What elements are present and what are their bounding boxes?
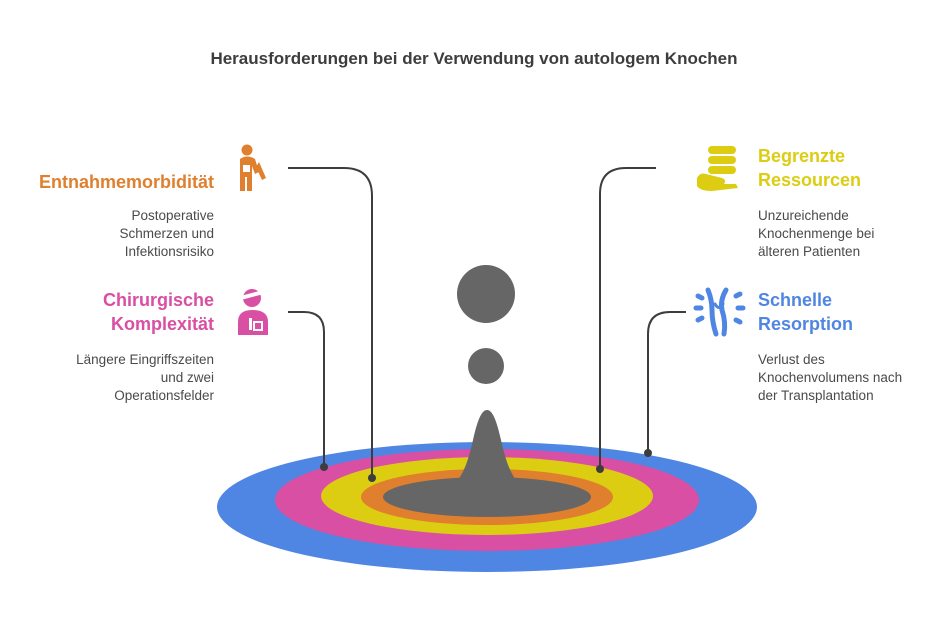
connector-dot-chirurgische-komplexitaet: [320, 463, 328, 471]
connector-line-schnelle-resorption: [647, 311, 686, 453]
heading-line: Ressourcen: [758, 170, 862, 190]
description-line: Knochenmenge bei: [758, 226, 875, 241]
connector-dot-schnelle-resorption: [644, 449, 652, 457]
heading-line: Entnahmemorbidität: [38, 172, 214, 192]
description-line: Längere Eingriffszeiten: [76, 352, 214, 367]
connector-line-begrenzte-ressourcen: [599, 167, 656, 469]
heading-begrenzte-ressourcen: Begrenzte Ressourcen: [758, 144, 861, 192]
description-line: Postoperative: [131, 208, 214, 223]
coins-in-hand-icon: [697, 146, 738, 191]
heading-chirurgische-komplexitaet: Chirurgische Komplexität: [103, 288, 214, 336]
description-line: Verlust des: [758, 352, 825, 367]
heading-schnelle-resorption: Schnelle Resorption: [758, 288, 853, 336]
diagram-title: Herausforderungen bei der Verwendung von…: [210, 49, 738, 68]
heading-line: Chirurgische: [102, 290, 214, 310]
description-line: und zwei: [160, 370, 214, 385]
bandaged-patient-icon: [238, 289, 268, 335]
description-schnelle-resorption: Verlust des Knochenvolumens nach der Tra…: [758, 351, 902, 405]
heading-line: Begrenzte: [758, 146, 846, 166]
description-line: Unzureichende: [758, 208, 849, 223]
large-drop: [457, 265, 515, 323]
description-line: älteren Patienten: [758, 244, 861, 259]
description-begrenzte-ressourcen: Unzureichende Knochenmenge bei älteren P…: [758, 207, 874, 261]
description-line: Operationsfelder: [114, 388, 214, 403]
description-chirurgische-komplexitaet: Längere Eingriffszeiten und zwei Operati…: [76, 351, 214, 405]
small-drop: [468, 348, 504, 384]
splash-peak: [418, 410, 556, 498]
connector-line-chirurgische-komplexitaet: [288, 311, 325, 467]
connector-dot-begrenzte-ressourcen: [596, 465, 604, 473]
description-line: Schmerzen und: [119, 226, 214, 241]
description-line: Infektionsrisiko: [124, 244, 214, 259]
description-line: Knochenvolumens nach: [758, 370, 903, 385]
heading-entnahmemorbiditaet: Entnahmemorbidität: [39, 170, 214, 194]
description-entnahmemorbiditaet: Postoperative Schmerzen und Infektionsri…: [119, 207, 214, 261]
heading-line: Komplexität: [110, 314, 214, 334]
bone-joint-icon: [693, 287, 746, 337]
connector-dot-entnahmemorbiditaet: [368, 474, 376, 482]
connector-line-entnahmemorbiditaet: [288, 167, 373, 478]
heading-line: Resorption: [758, 314, 854, 334]
description-line: der Transplantation: [758, 388, 874, 403]
heading-line: Schnelle: [758, 290, 833, 310]
injured-person-icon: [240, 144, 266, 191]
